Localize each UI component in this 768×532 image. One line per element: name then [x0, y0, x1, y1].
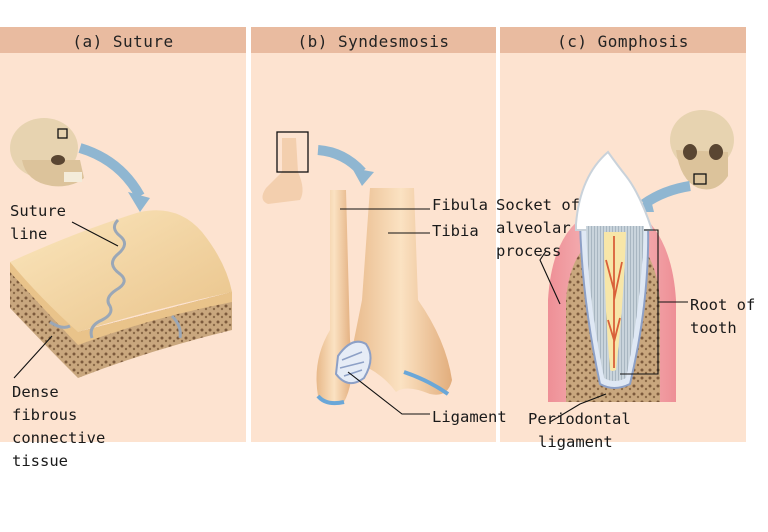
label-dense-fibrous-1: Dense: [12, 383, 59, 401]
leader-periodontal: [549, 393, 607, 423]
label-periodontal-1: Periodontal: [528, 410, 631, 428]
label-root: Root of tooth: [690, 294, 755, 340]
label-periodontal: Periodontal ligament: [528, 408, 631, 454]
leader-suture-line: [71, 221, 119, 247]
label-ligament: Ligament: [432, 408, 507, 426]
arrow-a: [78, 143, 145, 199]
panel-title-gomphosis: (c) Gomphosis: [500, 27, 746, 53]
label-dense-fibrous-3: connective: [12, 429, 106, 447]
label-dense-fibrous: Dense fibrous connective tissue: [12, 381, 105, 473]
arrow-b: [317, 145, 366, 176]
arrow-head-b: [352, 168, 374, 186]
label-socket-2: alveolar: [496, 219, 571, 237]
tooth-in-socket: [548, 150, 676, 402]
label-periodontal-2: ligament: [538, 433, 613, 451]
label-dense-fibrous-4: tissue: [12, 452, 68, 470]
panel-title-syndesmosis: (b) Syndesmosis: [251, 27, 496, 53]
label-socket-3: process: [496, 242, 562, 260]
foot-icon-b: [262, 131, 309, 204]
panel-title-suture: (a) Suture: [0, 27, 246, 53]
arrow-head-a: [128, 192, 150, 212]
label-socket: Socket of alveolar process: [496, 194, 580, 263]
label-root-2: tooth: [690, 319, 737, 337]
skull-icon-c: [670, 110, 734, 190]
label-root-1: Root of: [690, 296, 756, 314]
label-dense-fibrous-2: fibrous: [12, 406, 78, 424]
label-tibia: Tibia: [432, 222, 479, 240]
suture-bone-block: [10, 210, 232, 378]
label-fibula: Fibula: [432, 196, 488, 214]
leader-dense-fibrous: [13, 335, 53, 379]
panel-suture: (a) Suture: [0, 27, 246, 442]
leader-ligament: [347, 371, 430, 415]
label-suture-line-2: line: [10, 225, 48, 243]
label-suture-line: Suture line: [10, 200, 66, 246]
label-socket-1: Socket of: [496, 196, 580, 214]
leader-socket: [539, 250, 561, 305]
leg-bones: [316, 188, 452, 406]
label-suture-line-1: Suture: [10, 202, 66, 220]
skull-icon-a: [10, 118, 84, 187]
